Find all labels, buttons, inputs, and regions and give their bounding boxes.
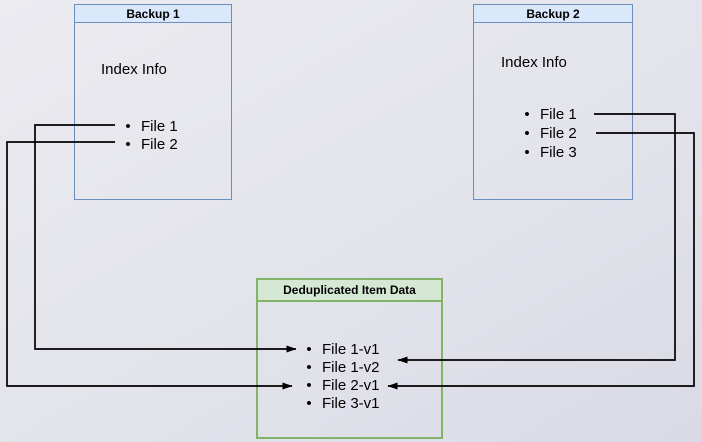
bullet-icon: • bbox=[306, 340, 312, 358]
backup1-box: Backup 1 bbox=[74, 4, 232, 200]
file-label: File 1-v1 bbox=[322, 340, 380, 358]
list-item: • File 3-v1 bbox=[303, 394, 380, 412]
backup2-box: Backup 2 bbox=[473, 4, 633, 200]
list-item: • File 1-v1 bbox=[303, 340, 380, 358]
file-label: File 1 bbox=[141, 117, 178, 135]
file-label: File 2 bbox=[540, 125, 577, 142]
dedup-header: Deduplicated Item Data bbox=[258, 280, 441, 302]
bullet-icon: • bbox=[524, 144, 530, 161]
list-item: • File 3 bbox=[521, 143, 577, 162]
list-item: • File 2 bbox=[122, 135, 178, 153]
bullet-icon: • bbox=[524, 125, 530, 142]
backup2-header: Backup 2 bbox=[474, 5, 632, 23]
backup2-title: Backup 2 bbox=[526, 6, 580, 21]
file-label: File 3-v1 bbox=[322, 394, 380, 412]
dedup-title: Deduplicated Item Data bbox=[283, 283, 416, 297]
file-label: File 2-v1 bbox=[322, 376, 380, 394]
bullet-icon: • bbox=[125, 135, 131, 153]
file-label: File 2 bbox=[141, 135, 178, 153]
backup1-file-list: • File 1 • File 2 bbox=[122, 117, 178, 153]
list-item: • File 1-v2 bbox=[303, 358, 380, 376]
file-label: File 3 bbox=[540, 144, 577, 161]
backup2-index-label: Index Info bbox=[501, 54, 567, 71]
bullet-icon: • bbox=[524, 106, 530, 123]
backup1-title: Backup 1 bbox=[126, 6, 180, 21]
file-label: File 1-v2 bbox=[322, 358, 380, 376]
bullet-icon: • bbox=[125, 117, 131, 135]
backup1-index-label: Index Info bbox=[101, 61, 167, 78]
list-item: • File 2-v1 bbox=[303, 376, 380, 394]
bullet-icon: • bbox=[306, 394, 312, 412]
backup1-header: Backup 1 bbox=[75, 5, 231, 23]
list-item: • File 2 bbox=[521, 124, 577, 143]
file-label: File 1 bbox=[540, 106, 577, 123]
backup2-file-list: • File 1 • File 2 • File 3 bbox=[521, 105, 577, 162]
dedup-item-list: • File 1-v1 • File 1-v2 • File 2-v1 • File 3-v1 bbox=[303, 340, 380, 412]
list-item: • File 1 bbox=[521, 105, 577, 124]
bullet-icon: • bbox=[306, 358, 312, 376]
bullet-icon: • bbox=[306, 376, 312, 394]
list-item: • File 1 bbox=[122, 117, 178, 135]
